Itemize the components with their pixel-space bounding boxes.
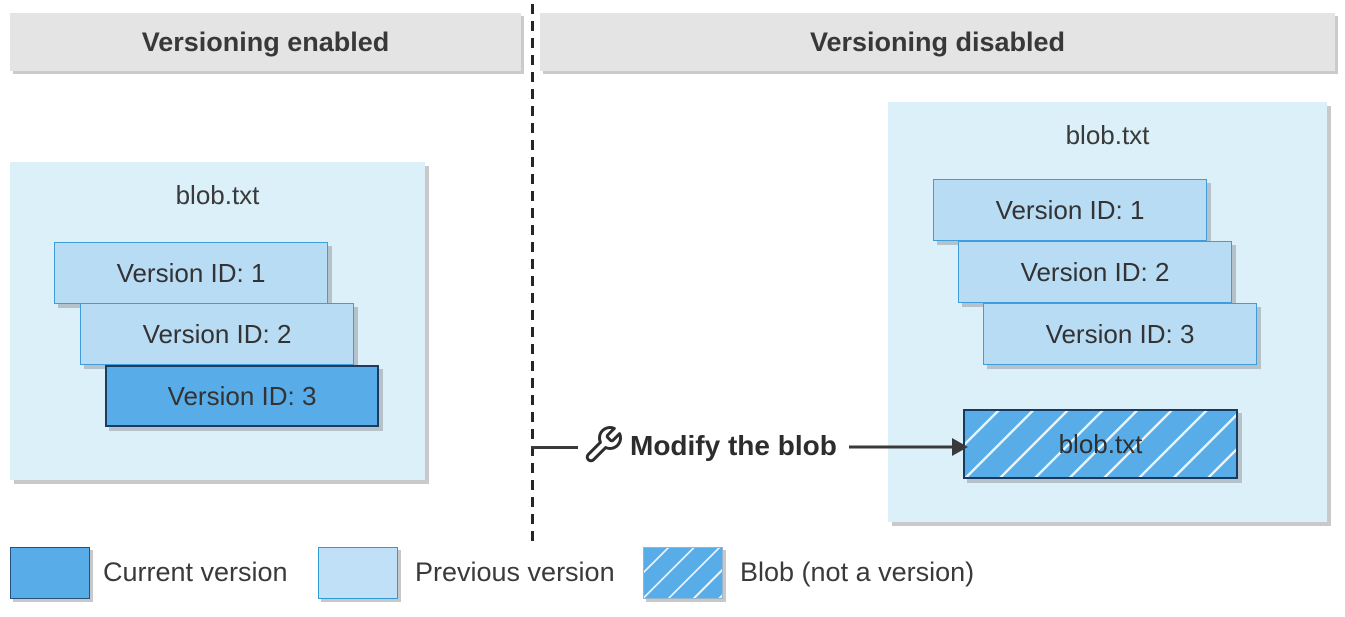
legend-swatch-blob-not-a-version xyxy=(643,547,723,599)
version-box-previous: Version ID: 2 xyxy=(958,241,1232,303)
version-box-label: Version ID: 2 xyxy=(1020,256,1170,287)
modify-arrow xyxy=(849,438,968,456)
version-box-label: Version ID: 2 xyxy=(142,318,292,349)
version-box-label: Version ID: 1 xyxy=(116,257,266,288)
blob-title: blob.txt xyxy=(1065,120,1150,150)
dashed-divider xyxy=(531,4,534,547)
blob-container-disabled: blob.txt Version ID: 1 Version ID: 2 Ver… xyxy=(888,102,1327,522)
legend-label-blob-not-a-version: Blob (not a version) xyxy=(740,557,975,587)
version-box-previous: Version ID: 3 xyxy=(983,303,1257,365)
divider-connector-line xyxy=(531,446,578,449)
version-box-label: Version ID: 3 xyxy=(167,380,317,411)
modify-the-blob-label: Modify the blob xyxy=(630,430,837,461)
version-box-current: Version ID: 3 xyxy=(105,365,379,427)
versioning-enabled-header: Versioning enabled xyxy=(10,13,521,71)
blob-not-a-version-box: blob.txt xyxy=(963,409,1238,479)
legend-label-previous-version: Previous version xyxy=(415,557,615,587)
wrench-icon xyxy=(585,426,622,463)
version-box-label: Version ID: 1 xyxy=(995,194,1145,225)
version-box-previous: Version ID: 2 xyxy=(80,303,354,365)
versioning-disabled-header: Versioning disabled xyxy=(540,13,1335,71)
legend-swatch-current-version xyxy=(10,547,90,599)
legend-label-current-version: Current version xyxy=(103,557,288,587)
blob-title: blob.txt xyxy=(175,180,260,210)
version-box-previous: Version ID: 1 xyxy=(933,179,1207,241)
blob-container-enabled: blob.txt Version ID: 1 Version ID: 2 Ver… xyxy=(10,162,425,480)
blob-box-label: blob.txt xyxy=(1058,428,1143,459)
legend-swatch-previous-version xyxy=(318,547,398,599)
version-box-label: Version ID: 3 xyxy=(1045,318,1195,349)
version-box-previous: Version ID: 1 xyxy=(54,242,328,304)
versioning-disabled-header-label: Versioning disabled xyxy=(809,26,1066,57)
versioning-enabled-header-label: Versioning enabled xyxy=(141,26,390,57)
